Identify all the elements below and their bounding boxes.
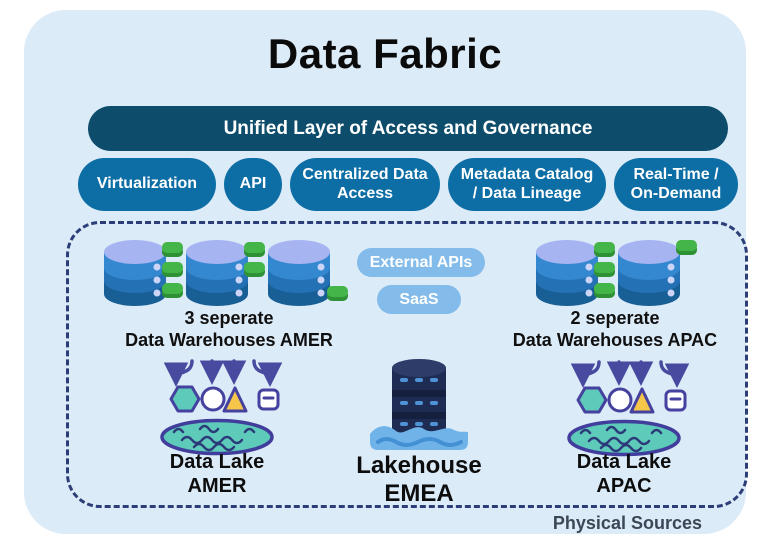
warehouse-database-icon [618, 240, 697, 306]
infographic-card: Data Fabric Unified Layer of Access and … [24, 10, 748, 534]
lake-waves [579, 425, 663, 453]
warehouse-database-icon [268, 240, 348, 306]
saas-pill: SaaS [377, 285, 461, 314]
circle-shape [200, 386, 226, 412]
lake-ellipse [567, 419, 681, 457]
data-lake-icon [160, 359, 283, 456]
governance-banner-label: Unified Layer of Access and Governance [223, 117, 593, 139]
triangle-shape [629, 387, 655, 414]
data-lake-amer-label: Data Lake AMER [169, 451, 265, 497]
hexagon-shape [169, 385, 201, 413]
page-title: Data Fabric [267, 30, 503, 77]
database-dashes [400, 378, 438, 426]
lakehouse-icon [370, 359, 468, 450]
pill-label: Virtualization [96, 175, 198, 193]
circle-shape [607, 387, 633, 413]
saas-label: SaaS [399, 290, 439, 308]
warehouse-database-icon [186, 240, 265, 306]
warehouse-database-icon [104, 240, 183, 306]
warehouse-database-icon [536, 240, 615, 306]
warehouses-apac-label: 2 seperate Data Warehouses APAC [512, 308, 718, 350]
capability-pill-api: API [224, 158, 282, 211]
physical-sources-label: Physical Sources [552, 513, 702, 533]
pill-label: Metadata Catalog / Data Lineage [460, 165, 594, 202]
triangle-shape [222, 386, 248, 413]
pill-label: API [239, 175, 267, 193]
capability-pill-centralized-data-access: Centralized Data Access [290, 158, 440, 211]
water-wave-line [376, 437, 463, 447]
hexagon-shape [576, 386, 608, 414]
pill-label: Centralized Data Access [302, 165, 428, 202]
data-lake-icon [567, 360, 690, 457]
external-apis-pill: External APIs [357, 248, 485, 277]
capability-pill-metadata-catalog: Metadata Catalog / Data Lineage [448, 158, 606, 211]
external-apis-label: External APIs [369, 253, 473, 271]
governance-banner: Unified Layer of Access and Governance [88, 106, 728, 151]
warehouses-amer-label: 3 seperate Data Warehouses AMER [125, 308, 333, 350]
inflow-arrows-icon [163, 359, 283, 387]
physical-sources-box: 3 seperate Data Warehouses AMER External… [66, 221, 748, 508]
lakehouse-emea-label: Lakehouse EMEA [356, 452, 482, 507]
capability-pills-row: Virtualization API Centralized Data Acce… [78, 158, 738, 211]
capability-pill-realtime-on-demand: Real-Time / On-Demand [614, 158, 738, 211]
lake-ellipse [160, 418, 274, 456]
data-lake-apac-label: Data Lake APAC [576, 451, 672, 497]
pill-label: Real-Time / On-Demand [630, 165, 722, 202]
inflow-arrows-icon [570, 360, 690, 388]
lake-waves [172, 424, 256, 452]
capability-pill-virtualization: Virtualization [78, 158, 216, 211]
